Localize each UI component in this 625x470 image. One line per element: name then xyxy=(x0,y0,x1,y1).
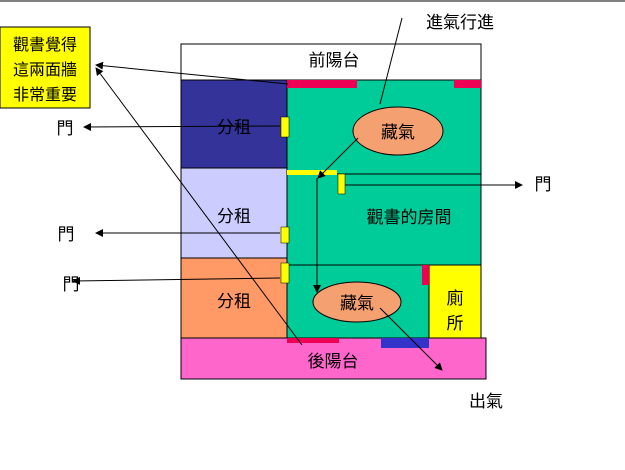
rear-balcony xyxy=(180,337,487,380)
door-label-3: 門 xyxy=(58,225,75,245)
toilet-label-bottom: 所 xyxy=(447,314,464,334)
door-label-1: 門 xyxy=(57,119,74,139)
rent-room-1-label: 分租 xyxy=(217,118,251,138)
blue-strip xyxy=(381,338,429,348)
door-label-4: 門 xyxy=(63,275,80,295)
chi-lower-label: 藏氣 xyxy=(340,294,374,314)
exit-arrow xyxy=(379,307,443,371)
corridor-door-strip xyxy=(287,170,337,175)
chi-flow-arrow-1 xyxy=(317,137,359,179)
door-label-2: 門 xyxy=(535,175,552,195)
door-marker-4 xyxy=(337,173,346,195)
door-marker-3 xyxy=(280,262,290,284)
green-room-middle xyxy=(286,173,482,266)
front-balcony-label: 前陽台 xyxy=(309,51,360,71)
rent-room-3-label: 分租 xyxy=(217,292,251,312)
rent-room-2-label: 分租 xyxy=(217,207,251,227)
entry-pointer-line xyxy=(379,17,403,105)
note-line-1: 觀書覺得 xyxy=(13,35,77,54)
important-wall-left xyxy=(287,80,357,88)
entry-label: 進氣行進 xyxy=(426,13,494,33)
toilet-label-top: 廁 xyxy=(447,288,464,309)
note-arrow-top-wall xyxy=(95,61,289,85)
chi-oval-lower xyxy=(312,281,402,323)
door-arrow-4 xyxy=(72,276,281,285)
toilet-room xyxy=(428,264,482,339)
rear-wall-marker xyxy=(287,338,339,343)
rent-room-1 xyxy=(180,79,288,169)
room-label: 觀書的房間 xyxy=(367,208,452,228)
rear-balcony-label: 後陽台 xyxy=(308,352,359,372)
door-marker-1 xyxy=(280,116,290,138)
toilet-wall-marker xyxy=(422,265,429,285)
door-marker-2 xyxy=(280,226,290,244)
note-line-3: 非常重要 xyxy=(13,85,77,104)
note-box xyxy=(0,26,91,109)
note-line-2: 這兩面牆 xyxy=(13,60,77,79)
chi-oval-upper xyxy=(352,106,444,156)
important-wall-right xyxy=(454,80,481,88)
chi-upper-label: 藏氣 xyxy=(381,123,415,143)
exit-label: 出氣 xyxy=(469,392,503,412)
door-arrow-1 xyxy=(83,122,281,131)
note-arrow-rear-wall xyxy=(95,67,303,346)
